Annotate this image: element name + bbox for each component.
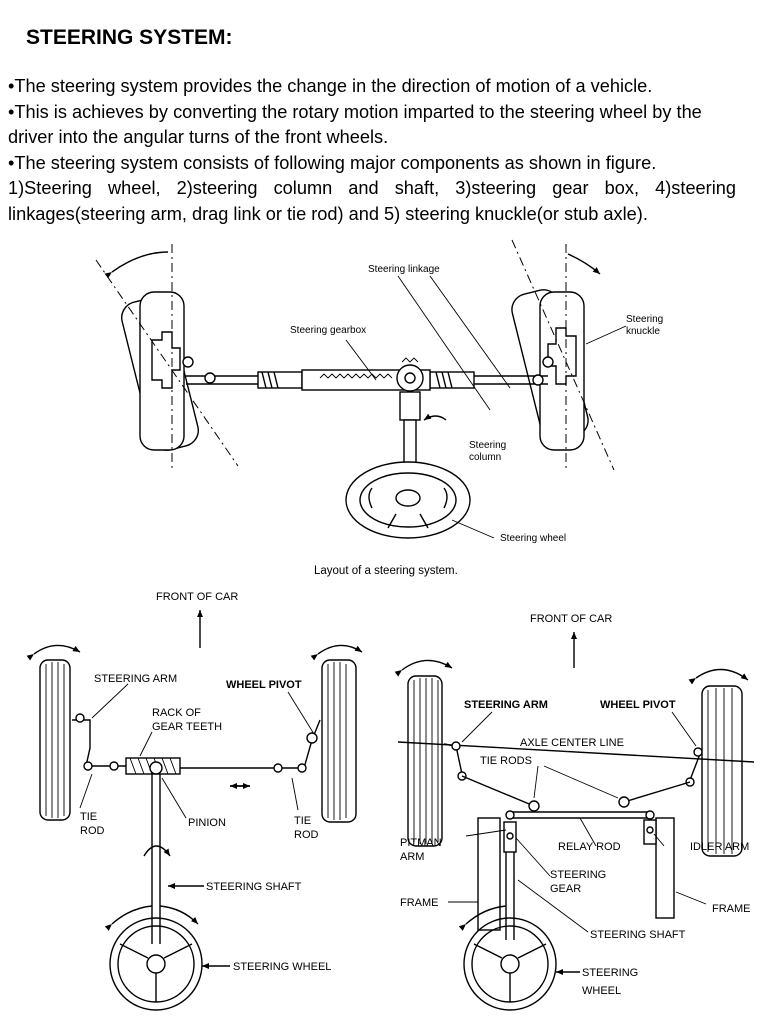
right-front-wheel (511, 239, 615, 471)
page-title: STEERING SYSTEM: (26, 26, 233, 49)
leader-steering-gearbox (345, 339, 377, 381)
label-front-of-car-left: FRONT OF CAR (156, 591, 238, 603)
pinion (149, 761, 163, 775)
label-tie-rods: TIE RODS (480, 755, 532, 767)
label-tie-rod-left-line2: ROD (80, 825, 105, 837)
label-pitman-line2: ARM (400, 851, 424, 863)
pitman-arm-linkage-diagram: FRONT OF CAR (394, 613, 755, 1011)
paragraph-3: •The steering system consists of followi… (8, 152, 657, 173)
label-relay-rod: RELAY ROD (558, 841, 621, 853)
paragraph-4: 1)Steering wheel, 2)steering column and … (8, 178, 736, 224)
label-steering-gearbox: Steering gearbox (290, 325, 366, 336)
label-steering-column-line1: Steering (469, 440, 506, 451)
steering-rack (182, 356, 554, 391)
label-axle-center-line: AXLE CENTER LINE (520, 737, 624, 749)
label-rack-line1: RACK OF (152, 707, 201, 719)
rack-and-pinion-diagram: FRONT OF CAR (26, 591, 363, 1011)
left-wheel-2 (407, 675, 443, 847)
label-steering-shaft-left: STEERING SHAFT (206, 881, 302, 893)
label-tie-rod-right-line2: ROD (294, 829, 319, 841)
paragraph-1: •The steering system provides the change… (8, 76, 653, 96)
frame-rail-left (477, 817, 501, 931)
steering-layout-diagram: Steering linkage Steering gearbox Steeri… (95, 239, 663, 577)
leader-steering-knuckle (585, 325, 627, 345)
steering-wheel-left (104, 905, 203, 1011)
label-rack-line2: GEAR TEETH (152, 721, 222, 733)
label-steering-arm-left: STEERING ARM (94, 673, 177, 685)
label-steering-gear-line1: STEERING (550, 869, 606, 881)
label-steering-wheel-right-line1: STEERING (582, 967, 638, 979)
label-pinion: PINION (188, 817, 226, 829)
pinion-gear (396, 357, 424, 392)
label-idler-arm: IDLER ARM (690, 841, 749, 853)
right-wheel (321, 659, 357, 823)
left-front-wheel (95, 244, 239, 470)
label-steering-knuckle-line2: knuckle (626, 326, 660, 337)
body-text: •The steering system provides the change… (8, 74, 736, 227)
label-wheel-pivot-left: WHEEL PIVOT (226, 679, 302, 691)
label-steering-wheel: Steering wheel (500, 533, 566, 544)
figure-caption: Layout of a steering system. (314, 565, 458, 577)
label-steering-gear-line2: GEAR (550, 883, 581, 895)
label-steering-linkage: Steering linkage (368, 264, 440, 275)
label-steering-knuckle-line1: Steering (626, 314, 663, 325)
paragraph-2: •This is achieves by converting the rota… (8, 101, 702, 148)
label-front-of-car-right: FRONT OF CAR (530, 613, 612, 625)
label-steering-column-line2: column (469, 452, 501, 463)
leader-steering-linkage (429, 275, 511, 389)
label-frame-right: FRAME (712, 903, 751, 915)
frame-rail-right (655, 817, 675, 919)
steering-wheel-right (458, 905, 557, 1011)
label-tie-rod-right-line1: TIE (294, 815, 311, 827)
label-steering-wheel-left: STEERING WHEEL (233, 961, 331, 973)
label-steering-arm-right: STEERING ARM (464, 699, 548, 711)
label-steering-wheel-right-line2: WHEEL (582, 985, 621, 997)
label-pitman-line1: PITMAN (400, 837, 442, 849)
leader-steering-linkage-2 (397, 275, 491, 411)
left-wheel (39, 659, 71, 821)
steering-wheel-top (345, 461, 471, 539)
label-tie-rod-left-line1: TIE (80, 811, 97, 823)
label-steering-shaft-right: STEERING SHAFT (590, 929, 686, 941)
label-frame-left: FRAME (400, 897, 439, 909)
leader-steering-wheel (451, 519, 495, 539)
label-wheel-pivot-right: WHEEL PIVOT (600, 699, 676, 711)
